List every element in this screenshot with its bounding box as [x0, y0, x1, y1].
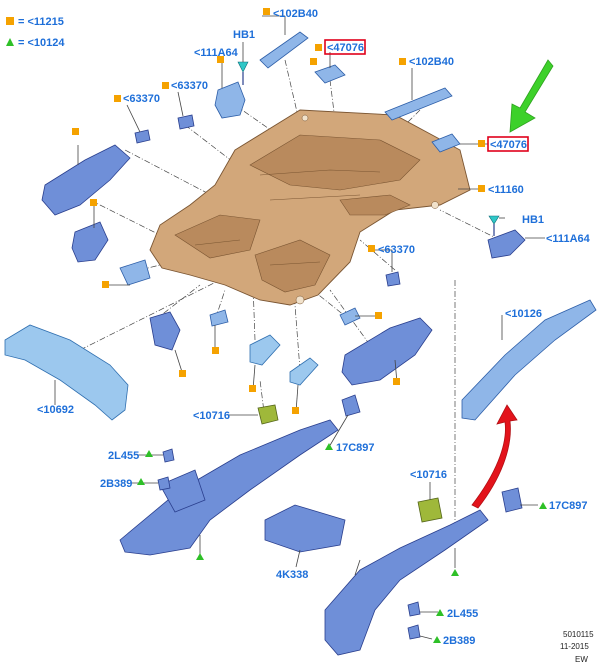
label-2B389-left[interactable]: 2B389 [100, 478, 132, 490]
red-arrow-icon [471, 404, 518, 509]
labels: <102B40 HB1 <47076 <111A64 <102B40 <6337… [37, 8, 591, 647]
label-102B40-right[interactable]: <102B40 [409, 56, 454, 68]
part-2L455-bottom [407, 601, 421, 617]
label-2L455-bottom[interactable]: 2L455 [447, 608, 478, 620]
part-102B40-right [384, 87, 453, 121]
footer-code: 5010115 [563, 630, 594, 639]
footer: 5010115 11-2015 EW [560, 630, 594, 664]
part-left-plate [119, 259, 151, 286]
label-17C897-right[interactable]: 17C897 [549, 500, 588, 512]
label-10692[interactable]: <10692 [37, 404, 74, 416]
part-left-rail-upper [41, 144, 131, 216]
part-4K338 [264, 504, 346, 553]
label-111A64-top[interactable]: <111A64 [194, 47, 239, 59]
part-111A64-right [487, 229, 526, 259]
part-63370-b [177, 114, 195, 130]
part-left-bracket [71, 221, 109, 263]
legend-square-icon [6, 17, 14, 25]
floor-pan-part [149, 109, 471, 306]
label-63370-a[interactable]: <63370 [123, 93, 160, 105]
part-10126-rail [461, 299, 597, 421]
part-10692-rail [4, 324, 129, 421]
label-63370-right[interactable]: <63370 [378, 244, 415, 256]
highlight-box-47076-top [324, 39, 366, 55]
part-63370-a [134, 129, 151, 144]
part-small-4 [339, 307, 361, 326]
label-102B40-top[interactable]: <102B40 [273, 8, 318, 20]
part-small-3 [289, 357, 319, 386]
highlight-box-47076-right [487, 136, 529, 152]
legend-square-text: = <11215 [18, 16, 64, 28]
part-hb1-top [237, 61, 249, 73]
label-4K338[interactable]: 4K338 [276, 569, 308, 581]
label-hb1-right[interactable]: HB1 [522, 214, 544, 226]
part-2L455-left [162, 448, 175, 463]
label-47076-top[interactable]: <47076 [327, 42, 364, 54]
part-right-floor-rail [341, 317, 433, 386]
part-hb1-right [488, 215, 500, 225]
label-17C897-mid[interactable]: 17C897 [336, 442, 375, 454]
label-2L455-left[interactable]: 2L455 [108, 450, 139, 462]
upper-parts [134, 31, 526, 287]
lower-frame [119, 299, 597, 656]
label-63370-b[interactable]: <63370 [171, 80, 208, 92]
green-arrow-icon [509, 59, 554, 133]
label-2B389-bottom[interactable]: 2B389 [443, 635, 475, 647]
part-17C897-right [501, 487, 523, 513]
legend-triangle-text: = <10124 [18, 37, 65, 49]
part-111A64-top [214, 81, 246, 119]
part-2B389-bottom [407, 624, 421, 640]
label-47076-right[interactable]: <47076 [490, 139, 527, 151]
markers [72, 8, 547, 643]
arrows [471, 59, 554, 509]
part-17C897-mid [341, 394, 361, 417]
label-hb1-top[interactable]: HB1 [233, 29, 255, 41]
part-frame-left [119, 419, 339, 556]
part-102B40-top [259, 31, 309, 69]
part-small-2 [249, 334, 281, 366]
part-frame-left-crossmember [159, 469, 206, 513]
part-47076-top [314, 64, 346, 84]
label-11160[interactable]: <11160 [488, 184, 524, 196]
footer-region: EW [575, 655, 588, 664]
part-63370-right [385, 271, 401, 287]
legend-triangle-icon [6, 38, 14, 46]
part-10716-right [417, 497, 443, 523]
part-frame-right [324, 509, 489, 656]
legend: = <11215 = <10124 [6, 16, 65, 49]
left-parts [4, 144, 433, 421]
part-10716-left [257, 404, 279, 425]
label-111A64-right[interactable]: <111A64 [546, 233, 591, 245]
label-10716-left[interactable]: <10716 [193, 410, 230, 422]
part-small-1 [209, 309, 229, 327]
part-2B389-left [157, 476, 171, 491]
footer-date: 11-2015 [560, 642, 589, 651]
label-10716-right[interactable]: <10716 [410, 469, 447, 481]
label-10126[interactable]: <10126 [505, 308, 542, 320]
part-left-bracket-2 [149, 311, 181, 351]
